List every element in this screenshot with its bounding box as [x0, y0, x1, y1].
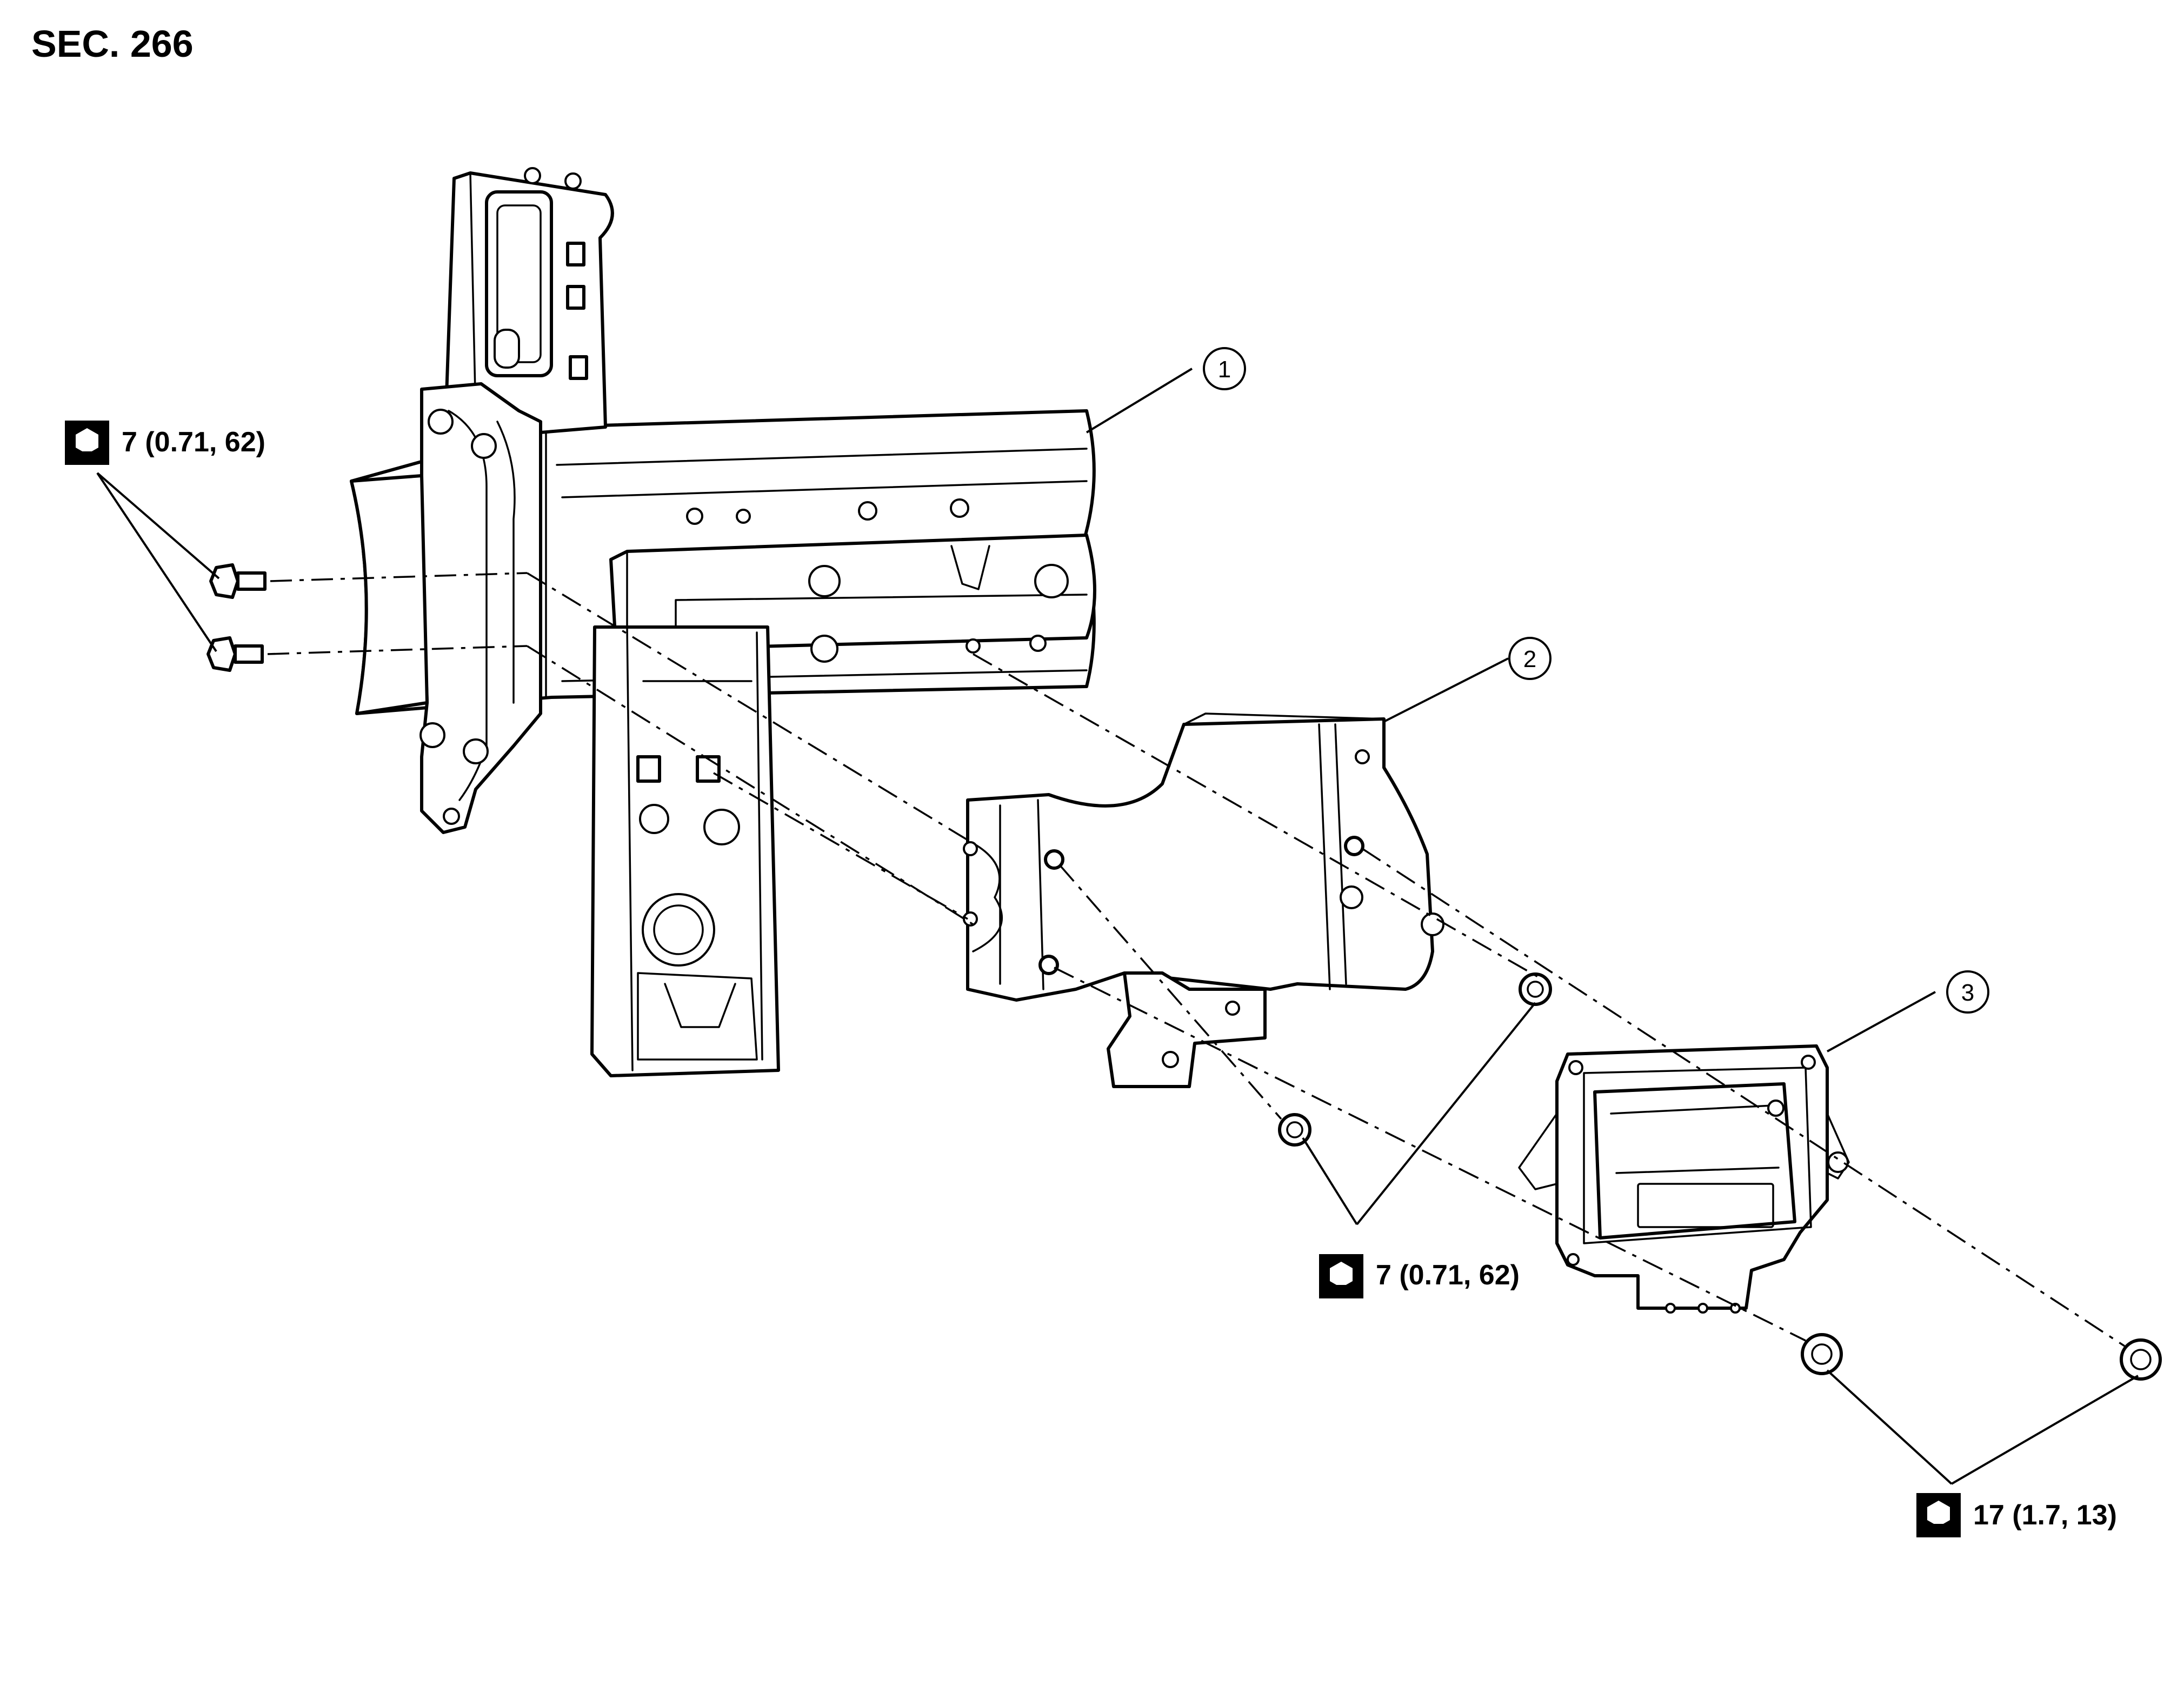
torque-wrench-icon [65, 421, 109, 465]
torque-wrench-icon [1319, 1254, 1363, 1298]
nut-unit-left [1801, 1333, 1843, 1375]
torque-spec-lower-right: 17 (1.7, 13) [1916, 1493, 2117, 1537]
callout-number: 2 [1523, 646, 1536, 672]
torque-value: 17 (1.7, 13) [1973, 1500, 2117, 1531]
callout-3: 3 [1946, 970, 1989, 1014]
torque-spec-upper-left: 7 (0.71, 62) [65, 421, 265, 465]
torque-spec-middle: 7 (0.71, 62) [1319, 1254, 1520, 1298]
control-unit [1518, 1044, 1850, 1314]
alignment-lines [267, 572, 2125, 1347]
callout-number: 3 [1961, 980, 1974, 1006]
section-label: SEC. 266 [31, 23, 194, 65]
bolt-lower-left [207, 636, 264, 672]
torque-value: 7 (0.71, 62) [122, 427, 265, 458]
callout-1: 1 [1203, 347, 1246, 390]
callout-2: 2 [1508, 637, 1552, 680]
bolt-upper-left [209, 563, 267, 599]
callout-number: 1 [1218, 356, 1231, 383]
nut-bracket-lower [1278, 1113, 1311, 1147]
torque-wrench-icon [1916, 1493, 1961, 1537]
bracket [963, 712, 1444, 1088]
torque-value: 7 (0.71, 62) [1376, 1260, 1520, 1291]
leader-lines [96, 368, 2139, 1485]
frame-cross-member [350, 167, 1096, 1077]
nut-unit-right [2120, 1338, 2162, 1381]
nut-bracket-right [1519, 972, 1552, 1006]
